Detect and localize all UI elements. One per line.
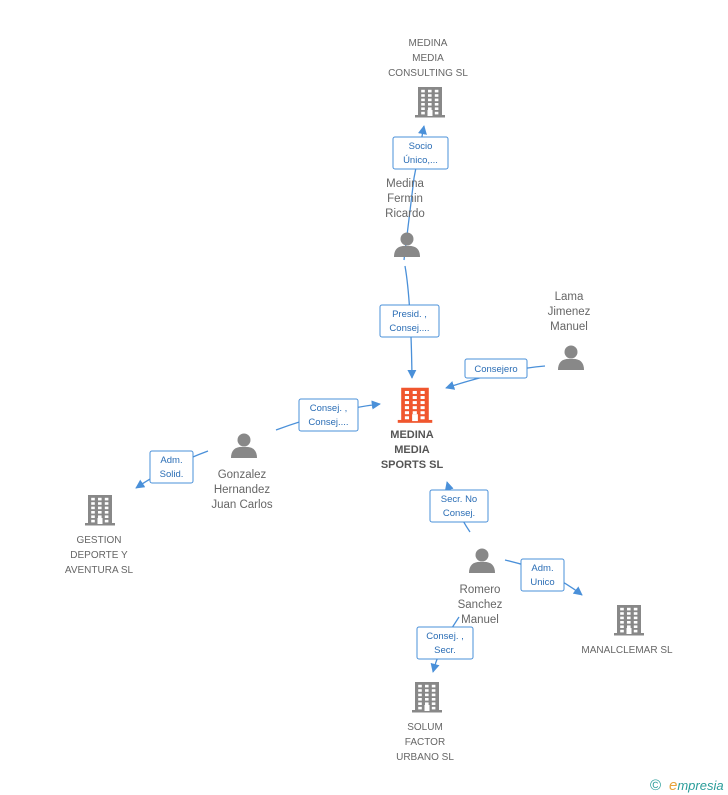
edge-label-text: Socio xyxy=(409,141,433,152)
edge-label-box[interactable]: Consej. , Consej.... xyxy=(298,398,359,432)
node-label: Juan Carlos xyxy=(211,499,273,511)
node-label: URBANO SL xyxy=(396,752,454,763)
svg-text:empresia: empresia xyxy=(669,777,724,794)
building-icon xyxy=(614,605,644,636)
person-icon xyxy=(394,232,420,257)
node-label: Fermin xyxy=(387,193,423,205)
node-label: CONSULTING SL xyxy=(388,68,468,79)
edge-label-text: Unico xyxy=(530,577,554,588)
edge-label-text: Secr. xyxy=(434,645,456,656)
node-label: Manuel xyxy=(461,614,499,626)
node-label: GESTION xyxy=(76,535,121,546)
company-node-manalclemar[interactable]: MANALCLEMAR SL xyxy=(581,605,673,656)
brand-name: mpresia xyxy=(677,778,723,793)
edge-label-frame xyxy=(429,489,489,523)
edges-layer xyxy=(135,125,583,673)
edge-label-text: Consejero xyxy=(474,364,517,375)
building-icon xyxy=(415,87,445,118)
edge-label-frame xyxy=(298,398,359,432)
edge-label-box[interactable]: Presid. , Consej.... xyxy=(379,304,440,338)
edge-label-text: Consej.... xyxy=(308,417,348,428)
building-icon xyxy=(85,495,115,526)
edge-label-frame xyxy=(392,136,449,170)
company-node-solum[interactable]: SOLUM FACTOR URBANO SL xyxy=(396,682,454,763)
node-label: MEDINA xyxy=(409,38,448,49)
person-icon xyxy=(231,433,257,458)
edge-label-text: Adm. xyxy=(531,563,553,574)
node-label: Romero xyxy=(460,584,501,596)
edge-label-text: Presid. , xyxy=(392,309,427,320)
edge-label-frame xyxy=(464,358,528,379)
edge-label-text: Secr. No xyxy=(441,494,477,505)
node-label: MEDINA xyxy=(390,429,433,441)
node-label: Manuel xyxy=(550,321,588,333)
node-label: Ricardo xyxy=(385,208,425,220)
edge-label-text: Consej. , xyxy=(426,631,464,642)
node-label: Lama xyxy=(555,291,584,303)
nodes-layer: MEDINA MEDIA SPORTS SL MEDINA MEDIA CONSULTIN… xyxy=(65,38,673,763)
node-label: Sanchez xyxy=(458,599,503,611)
node-label: SPORTS SL xyxy=(381,459,444,471)
person-icon xyxy=(558,345,584,370)
edge-label-frame xyxy=(520,558,565,592)
edge-label-text: Consej.... xyxy=(389,323,429,334)
edge-label-box[interactable]: Secr. No Consej. xyxy=(429,489,489,523)
node-label: MEDIA xyxy=(412,53,444,64)
copyright-icon: © xyxy=(650,777,661,794)
edge-label-text: Consej. , xyxy=(310,403,348,414)
node-label: Gonzalez xyxy=(218,469,267,481)
node-label: SOLUM xyxy=(407,722,443,733)
edge-label-text: Adm. xyxy=(160,455,182,466)
empresia-watermark[interactable]: © empresia xyxy=(650,777,724,794)
building-icon xyxy=(412,682,442,713)
node-label: FACTOR xyxy=(405,737,445,748)
node-label: DEPORTE Y xyxy=(70,550,128,561)
edge-label-text: Solid. xyxy=(160,469,184,480)
edge-label-frame xyxy=(379,304,440,338)
brand-initial: e xyxy=(669,777,677,794)
edge-label-box[interactable]: Adm. Solid. xyxy=(149,450,194,484)
node-label: Jimenez xyxy=(548,306,591,318)
company-node-medina-consulting[interactable]: MEDINA MEDIA CONSULTING SL xyxy=(388,38,468,118)
building-icon xyxy=(397,387,433,423)
edge-label-text: Consej. xyxy=(443,508,475,519)
company-node-medina-sports[interactable]: MEDINA MEDIA SPORTS SL xyxy=(381,387,444,471)
node-label: Medina xyxy=(386,178,424,190)
edge-label-box[interactable]: Consej. , Secr. xyxy=(416,626,474,660)
edge-label-text: Único,... xyxy=(403,155,438,166)
node-label: Hernandez xyxy=(214,484,271,496)
edge-label-box[interactable]: Adm. Unico xyxy=(520,558,565,592)
edge-label-frame xyxy=(416,626,474,660)
person-icon xyxy=(469,548,495,573)
node-label: MANALCLEMAR SL xyxy=(581,645,673,656)
edge-label-box[interactable]: Consejero xyxy=(464,358,528,379)
edge-label-box[interactable]: SocioÚnico,... xyxy=(392,136,449,170)
company-node-gestion[interactable]: GESTION DEPORTE Y AVENTURA SL xyxy=(65,495,134,576)
node-label: MEDIA xyxy=(394,444,430,456)
edge-label-frame xyxy=(149,450,194,484)
node-label: AVENTURA SL xyxy=(65,565,134,576)
